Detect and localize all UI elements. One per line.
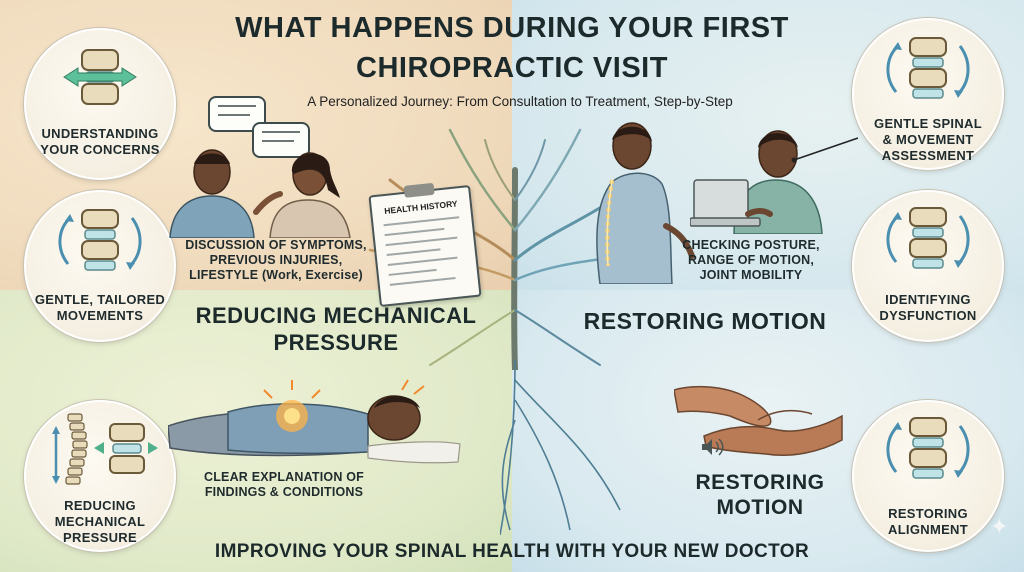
spine-decompression-icon	[52, 413, 158, 485]
circle-spinal-assessment: GENTLE SPINAL & MOVEMENT ASSESSMENT	[852, 18, 1004, 170]
identifying-label-1: IDENTIFYING	[885, 292, 971, 307]
adjusting-hands-illustration	[674, 385, 843, 456]
reducing-heading-line-2: PRESSURE	[273, 330, 399, 355]
circle-restoring-alignment: RESTORING ALIGNMENT	[852, 400, 1004, 552]
restoring-sub-line-2: MOTION	[716, 496, 804, 519]
explanation-line-1: CLEAR EXPLANATION OF	[203, 470, 365, 484]
discussion-caption: DISCUSSION OF SYMPTOMS, PREVIOUS INJURIE…	[176, 238, 376, 283]
discussion-line-3: LIFESTYLE (Work, Exercise)	[189, 268, 363, 282]
circle-reducing-pressure: REDUCING MECHANICAL PRESSURE	[24, 400, 176, 552]
assessment-label-3: ASSESSMENT	[881, 148, 975, 163]
clipboard-heading: HEALTH HISTORY	[383, 198, 458, 217]
posture-line-2: RANGE OF MOTION,	[687, 253, 815, 267]
tailored-label-2: MOVEMENTS	[56, 308, 144, 323]
speaker-icon	[702, 438, 724, 456]
sparkle-icon: ✦	[990, 514, 1009, 539]
restoring-motion-subheading: RESTORING MOTION	[680, 470, 840, 520]
alignment-label-2: ALIGNMENT	[888, 522, 968, 537]
pointer-line	[791, 137, 859, 163]
posture-caption: CHECKING POSTURE, RANGE OF MOTION, JOINT…	[666, 238, 836, 283]
assessment-label-2: & MOVEMENT	[882, 132, 974, 147]
title-line-2: CHIROPRACTIC VISIT	[356, 52, 668, 84]
circle-tailored-movements: GENTLE, TAILORED MOVEMENTS	[24, 190, 176, 342]
vertebra-rotation-icon	[886, 417, 970, 479]
discussion-line-2: PREVIOUS INJURIES,	[209, 253, 343, 267]
alignment-label-1: RESTORING	[888, 506, 968, 521]
assessment-label-1: GENTLE SPINAL	[874, 116, 982, 131]
health-history-clipboard: HEALTH HISTORY	[368, 182, 482, 308]
restoring-sub-line-1: RESTORING	[695, 471, 825, 494]
posture-line-1: CHECKING POSTURE,	[682, 238, 820, 252]
reducing-heading-line-1: REDUCING MECHANICAL	[195, 303, 477, 328]
speech-bubble-icon	[252, 122, 310, 158]
explanation-caption: CLEAR EXPLANATION OF FINDINGS & CONDITIO…	[194, 470, 374, 500]
patient-and-doctor-conversation	[169, 149, 351, 238]
tailored-label-1: GENTLE, TAILORED	[34, 292, 166, 307]
title-line-1: WHAT HAPPENS DURING YOUR FIRST	[235, 12, 789, 44]
vertebra-rotation-icon	[886, 207, 970, 269]
understanding-label-1: UNDERSTANDING	[41, 126, 159, 141]
seated-patient-spine-illustration	[596, 122, 695, 284]
vertebra-rotation-icon	[886, 37, 970, 99]
clipboard-clamp	[403, 182, 435, 198]
lying-patient-pain-illustration	[168, 379, 461, 464]
explanation-line-2: FINDINGS & CONDITIONS	[204, 485, 364, 499]
subtitle: A Personalized Journey: From Consultatio…	[307, 94, 733, 109]
reducing-label-1: REDUCING	[64, 498, 136, 513]
reducing-pressure-heading: REDUCING MECHANICAL PRESSURE	[166, 302, 506, 356]
vertebra-rotation-icon	[58, 209, 142, 271]
posture-line-3: JOINT MOBILITY	[699, 268, 803, 282]
understanding-label-2: YOUR CONCERNS	[40, 142, 160, 157]
restoring-motion-heading: RESTORING MOTION	[583, 308, 827, 334]
circle-understanding-concerns: UNDERSTANDING YOUR CONCERNS	[24, 28, 176, 180]
footer-tagline: IMPROVING YOUR SPINAL HEALTH WITH YOUR N…	[214, 541, 810, 562]
reducing-label-2: MECHANICAL	[54, 514, 146, 529]
discussion-line-1: DISCUSSION OF SYMPTOMS,	[185, 238, 367, 252]
doctor-with-laptop	[690, 130, 823, 234]
reducing-label-3: PRESSURE	[63, 530, 137, 545]
root-lines	[500, 360, 621, 536]
circle-identifying-dysfunction: IDENTIFYING DYSFUNCTION	[852, 190, 1004, 342]
vertebra-icon	[63, 49, 137, 105]
identifying-label-2: DYSFUNCTION	[879, 308, 977, 323]
